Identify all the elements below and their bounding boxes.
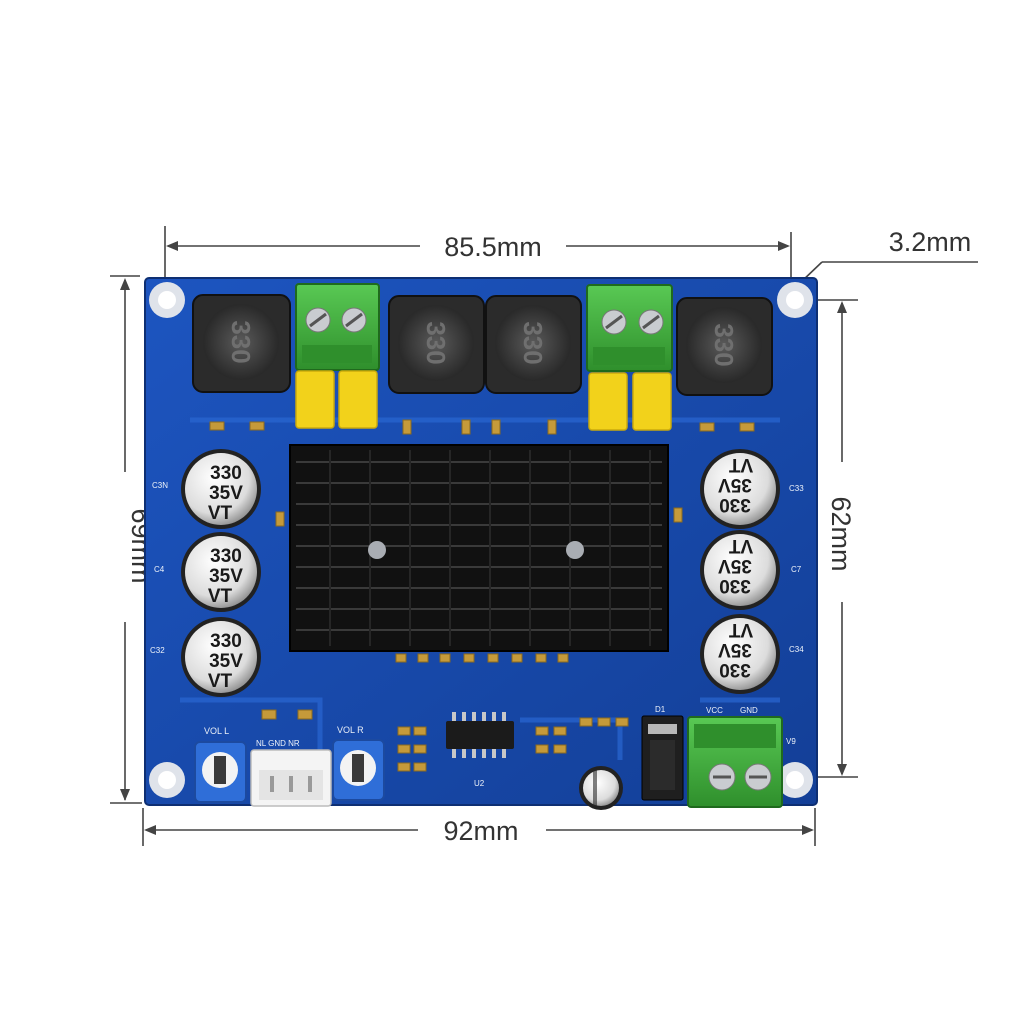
capacitor-voltage: 35V: [209, 566, 243, 587]
ic-chip: U2: [446, 712, 514, 788]
capacitor-series: VT: [208, 503, 233, 524]
inductor-marking: 330: [709, 323, 739, 366]
inductor-marking: 330: [226, 320, 256, 363]
diode: D1: [641, 705, 684, 801]
cap-label: C34: [789, 645, 804, 654]
small-electrolytic-capacitor: [579, 766, 623, 810]
cap-label: C4: [154, 565, 165, 574]
electrolytic-capacitor: 330 35V VT: [181, 617, 261, 697]
inductor-marking: 330: [421, 321, 451, 364]
capacitor-series: VT: [728, 619, 753, 640]
input-header-label: NL GND NR: [256, 739, 300, 748]
diode-label: D1: [655, 705, 666, 714]
inductor: 330: [192, 294, 291, 393]
ic-label: U2: [474, 779, 485, 788]
capacitor-value: 330: [719, 494, 751, 515]
capacitor-value: 330: [719, 659, 751, 680]
power-label-gnd: GND: [740, 706, 758, 715]
capacitor-voltage: 35V: [718, 555, 752, 576]
electrolytic-capacitor: 330 35V VT: [700, 530, 780, 610]
capacitor-value: 330: [210, 546, 242, 567]
dimension-right-height: 62mm: [826, 496, 856, 571]
electrolytic-capacitor: 330 35V VT: [181, 449, 261, 529]
capacitor-series: VT: [728, 454, 753, 475]
inductor-marking: 330: [518, 321, 548, 364]
inductor: 330: [676, 297, 773, 396]
power-pin-label: V9: [786, 737, 796, 746]
capacitor-voltage: 35V: [209, 651, 243, 672]
smd-components: [209, 419, 755, 772]
capacitor-value: 330: [210, 463, 242, 484]
electrolytic-capacitor: 330 35V VT: [700, 449, 780, 529]
dimension-top-width: 85.5mm: [444, 232, 542, 262]
capacitor-voltage: 35V: [718, 639, 752, 660]
heatsink: [289, 444, 669, 652]
electrolytic-capacitors-right: 330 35V VT 330 35V VT 330 35V VT C33 C7: [700, 449, 804, 694]
electrolytic-capacitors-left: 330 35V VT 330 35V VT 330 35V VT C3N C4 …: [150, 449, 261, 697]
capacitor-voltage: 35V: [209, 483, 243, 504]
power-label-vcc: VCC: [706, 706, 723, 715]
cap-label: C7: [791, 565, 802, 574]
volume-pot-left: 103 VOL L: [194, 726, 247, 803]
cap-label: C33: [789, 484, 804, 493]
pot-marking: 103: [228, 766, 237, 780]
dimension-bottom-width: 92mm: [443, 816, 518, 846]
power-terminal: VCC GND V9: [687, 706, 796, 808]
dimension-hole-diameter: 3.2mm: [889, 227, 972, 257]
electrolytic-capacitor: 330 35V VT: [181, 532, 261, 612]
capacitor-voltage: 35V: [718, 474, 752, 495]
pot-label: VOL L: [204, 726, 229, 736]
cap-label: C32: [150, 646, 165, 655]
capacitor-series: VT: [208, 586, 233, 607]
audio-input-header: NL GND NR: [250, 739, 332, 807]
volume-pot-right: 103 VOL R: [332, 725, 385, 801]
cap-label: C3N: [152, 481, 168, 490]
inductor: 330: [485, 295, 582, 394]
film-capacitors: [295, 370, 672, 431]
pot-marking: 103: [366, 764, 375, 778]
inductor: 330: [388, 295, 485, 394]
speaker-terminal-right: [586, 284, 673, 372]
capacitor-value: 330: [210, 631, 242, 652]
mounting-holes: [149, 282, 813, 798]
capacitor-series: VT: [208, 671, 233, 692]
inductors: 330 330 330 330: [192, 294, 773, 396]
dimension-annotations: [110, 226, 978, 846]
speaker-terminal-left: [295, 283, 380, 371]
capacitor-value: 330: [719, 575, 751, 596]
pot-label: VOL R: [337, 725, 364, 735]
electrolytic-capacitor: 330 35V VT: [700, 614, 780, 694]
capacitor-series: VT: [728, 535, 753, 556]
